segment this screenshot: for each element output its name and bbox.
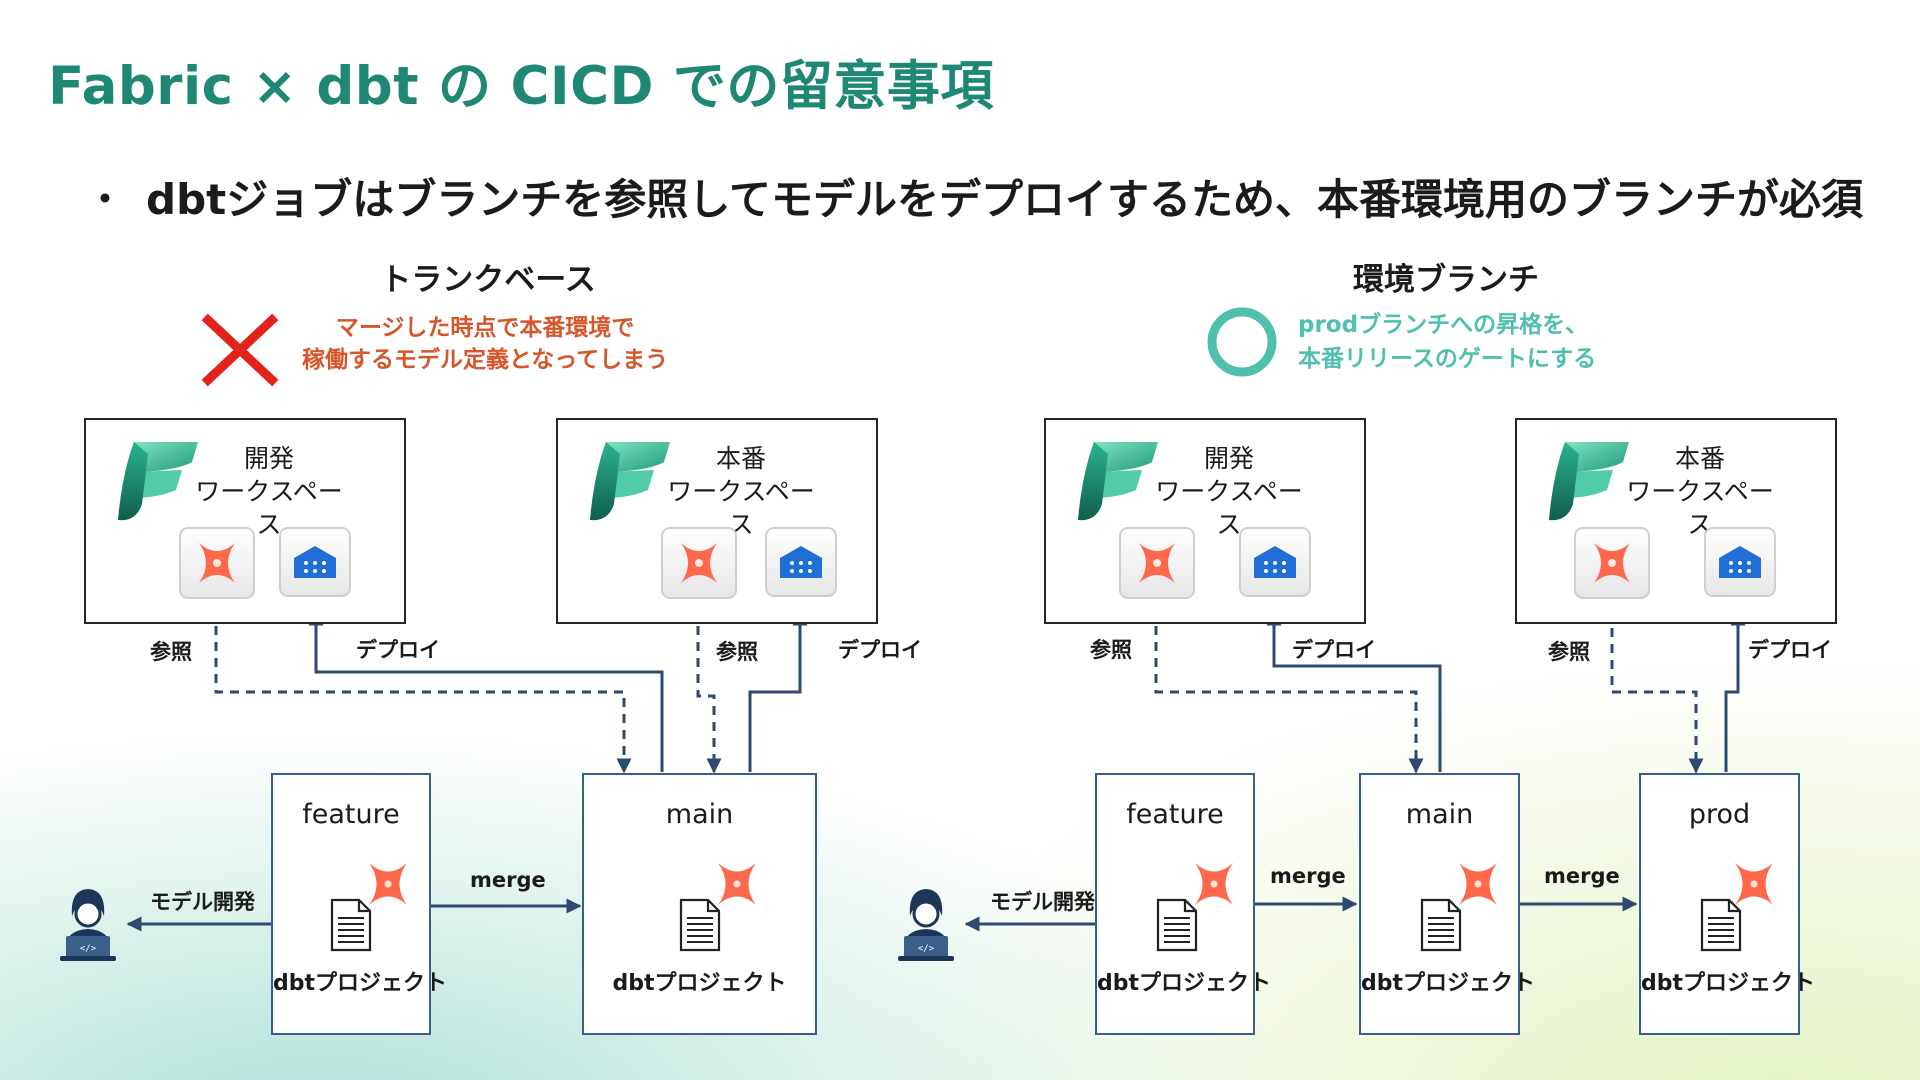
developer-icon (56, 884, 120, 964)
cross-mark-icon (201, 313, 279, 387)
branch-label: dbtプロジェクト (1097, 971, 1272, 996)
left-note-line2: 稼働するモデル定義となってしまう (302, 347, 669, 373)
circle-mark-icon (1207, 307, 1277, 377)
left-ref-prod-connector (696, 626, 722, 774)
right-deploy-dev-label: デプロイ (1292, 638, 1376, 662)
left-merge-label: merge (470, 868, 546, 892)
branch-label: dbtプロジェクト (1641, 971, 1816, 996)
bullet-dot: ・ (84, 175, 127, 224)
right-merge2-label: merge (1544, 864, 1620, 888)
workspace-label-line1: 本番 (1674, 444, 1725, 473)
left-ref-prod-label: 参照 (716, 640, 758, 664)
workspace-label-line2: ワークスペース (1626, 477, 1774, 539)
left-dev-workspace: 開発 ワークスペース (84, 418, 406, 624)
left-deploy-dev-connector (308, 610, 664, 772)
warehouse-icon (278, 526, 352, 598)
right-ref-prod-label: 参照 (1548, 640, 1590, 664)
right-merge1-label: merge (1270, 864, 1346, 888)
left-ref-dev-label: 参照 (150, 640, 192, 664)
left-ref-dev-connector (214, 626, 632, 774)
right-note: prodブランチへの昇格を、 本番リリースのゲートにする (1298, 308, 1596, 376)
left-prod-workspace: 本番 ワークスペース (556, 418, 878, 624)
right-note-line2: 本番リリースのゲートにする (1298, 346, 1597, 372)
page-title: Fabric × dbt の CICD での留意事項 (48, 56, 994, 117)
right-main-branch: main dbtプロジェクト (1359, 773, 1536, 1035)
right-deploy-prod-label: デプロイ (1748, 638, 1832, 662)
left-dev-label: モデル開発 (150, 890, 255, 914)
right-ref-dev-label: 参照 (1090, 638, 1132, 662)
right-prod-workspace: 本番 ワークスペース (1515, 418, 1837, 624)
left-note: マージした時点で本番環境で 稼働するモデル定義となってしまう (302, 312, 668, 376)
left-note-line1: マージした時点で本番環境で (335, 315, 635, 341)
branch-name: prod (1688, 799, 1751, 830)
right-heading: 環境ブランチ (1353, 262, 1539, 298)
dbt-icon (1455, 861, 1501, 907)
right-ref-prod-connector (1610, 612, 1704, 774)
right-dev-label: モデル開発 (990, 890, 1095, 914)
branch-name: feature (302, 799, 400, 830)
workspace-label-line1: 開発 (1203, 444, 1254, 473)
left-deploy-prod-label: デプロイ (838, 638, 922, 662)
branch-label: dbtプロジェクト (612, 971, 787, 996)
branch-label: dbtプロジェクト (1361, 971, 1536, 996)
dbt-icon (714, 861, 760, 907)
dbt-icon (1573, 526, 1651, 600)
developer-icon (894, 884, 958, 964)
right-dev-workspace: 開発 ワークスペース (1044, 418, 1366, 624)
warehouse-icon (764, 526, 838, 598)
workspace-label-line2: ワークスペース (667, 477, 815, 539)
warehouse-icon (1238, 526, 1312, 598)
bullet-text: dbtジョブはブランチを参照してモデルをデプロイするため、本番環境用のブランチが… (146, 175, 1863, 224)
workspace-label: 本番 ワークスペース (1615, 442, 1785, 541)
warehouse-icon (1703, 526, 1777, 598)
left-deploy-dev-label: デプロイ (356, 638, 440, 662)
right-deploy-prod-connector (1724, 610, 1746, 772)
right-feature-branch: feature dbtプロジェクト (1095, 773, 1272, 1035)
workspace-label: 開発 ワークスペース (184, 442, 354, 541)
left-heading: トランクベース (380, 262, 596, 298)
right-prod-branch: prod dbtプロジェクト (1639, 773, 1816, 1035)
workspace-label-line2: ワークスペース (195, 477, 343, 539)
workspace-label-line1: 本番 (715, 444, 766, 473)
workspace-label: 本番 ワークスペース (656, 442, 826, 541)
left-main-branch: main dbtプロジェクト (582, 773, 817, 1035)
right-deploy-dev-connector (1266, 610, 1442, 772)
branch-label: dbtプロジェクト (273, 971, 448, 996)
workspace-label-line1: 開発 (243, 444, 294, 473)
branch-name: feature (1126, 799, 1224, 830)
dbt-icon (1731, 861, 1777, 907)
dbt-icon (660, 526, 738, 600)
left-feature-branch: feature dbtプロジェクト (271, 773, 448, 1035)
branch-name: main (665, 799, 734, 830)
left-deploy-prod-connector (748, 610, 808, 772)
bullet-point: ・ dbtジョブはブランチを参照してモデルをデプロイするため、本番環境用のブランチ… (84, 166, 1863, 227)
dbt-icon (365, 861, 411, 907)
dbt-icon (1118, 526, 1196, 600)
dbt-icon (178, 526, 256, 600)
workspace-label-line2: ワークスペース (1155, 477, 1303, 539)
right-ref-dev-connector (1154, 626, 1424, 774)
workspace-label: 開発 ワークスペース (1144, 442, 1314, 541)
dbt-icon (1191, 861, 1237, 907)
right-note-line1: prodブランチへの昇格を、 (1298, 312, 1589, 338)
branch-name: main (1405, 799, 1474, 830)
